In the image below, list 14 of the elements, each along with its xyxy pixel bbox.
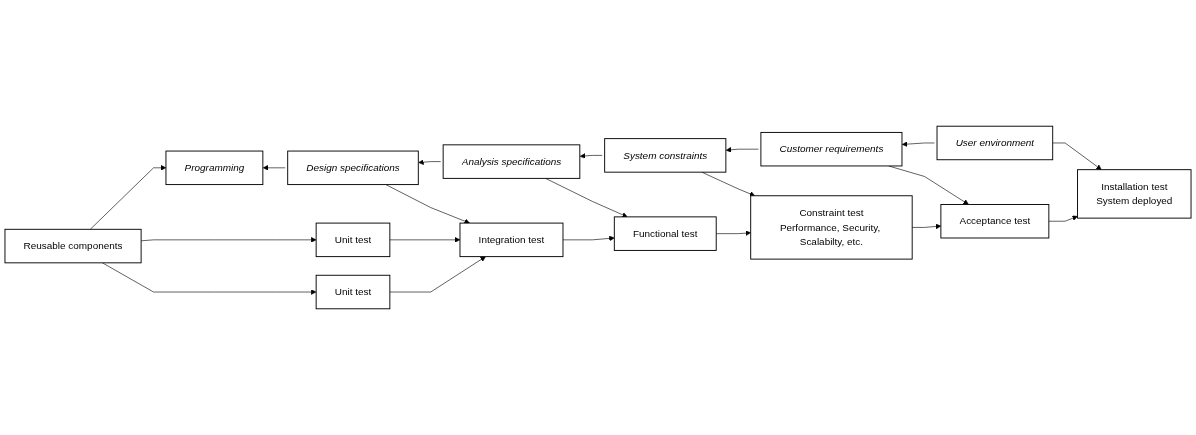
node-box: Unit test — [315, 274, 391, 310]
node-box: System constraints — [604, 138, 727, 173]
node-box: Programming — [165, 150, 264, 186]
node-box: Reusable components — [4, 228, 142, 264]
node-box: Integration test — [459, 222, 564, 258]
node-box: Unit test — [315, 222, 391, 258]
node-box: Installation test System deployed — [1077, 169, 1192, 219]
node-box: User environment — [936, 125, 1054, 161]
node-box: Constraint test Performance, Security, Scalabilty, etc. — [750, 195, 913, 260]
node-box: Analysis specifications — [442, 144, 581, 179]
node-box: Functional test — [613, 216, 717, 251]
node-box: Customer requirements — [760, 131, 903, 167]
node-box: Design specifications — [287, 150, 419, 186]
node-box: Acceptance test — [940, 204, 1050, 239]
